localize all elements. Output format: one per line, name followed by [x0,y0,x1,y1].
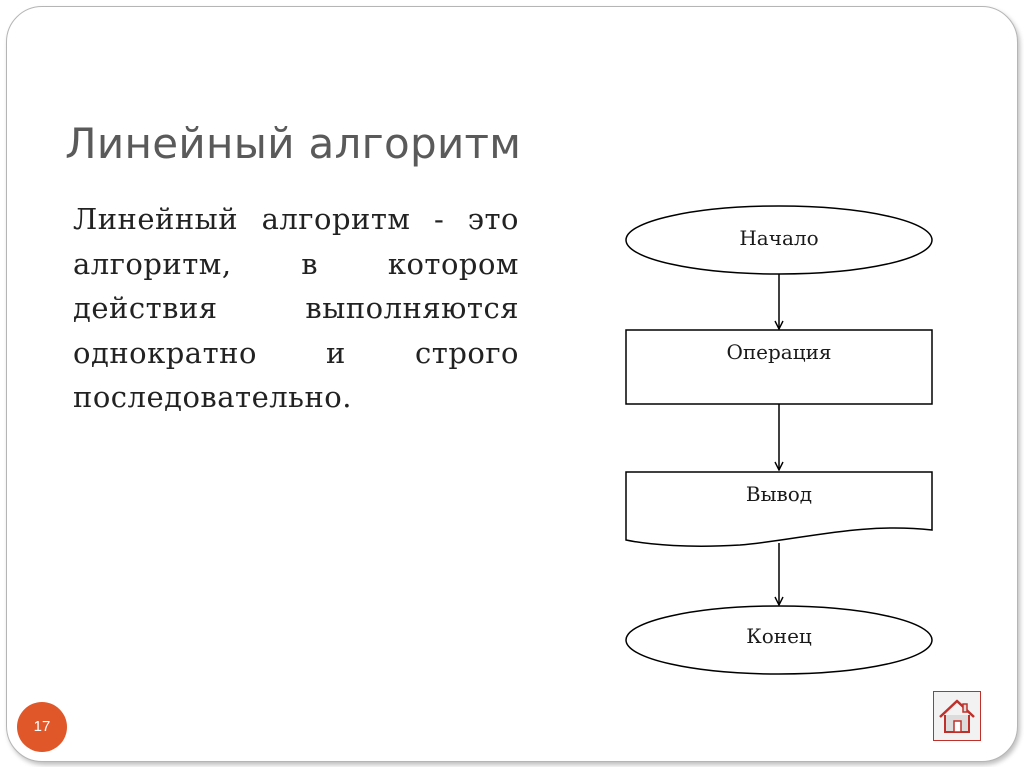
flow-node-end [625,605,933,675]
home-button[interactable] [933,691,981,741]
home-icon [939,699,975,733]
flow-node-output [625,471,933,547]
slide-title: Линейный алгоритм [65,119,522,168]
definition-text: Линейный алгоритм - это алгоритм, в кото… [73,202,519,414]
slide-number-badge: 17 [17,702,67,752]
flow-node-operation-label: Операция [726,340,831,364]
flow-node-end-label: Конец [746,624,812,648]
flow-node-output-label: Вывод [746,482,812,506]
flow-node-operation [625,329,933,405]
flow-node-start-label: Начало [739,226,818,250]
flow-node-start [625,205,933,275]
